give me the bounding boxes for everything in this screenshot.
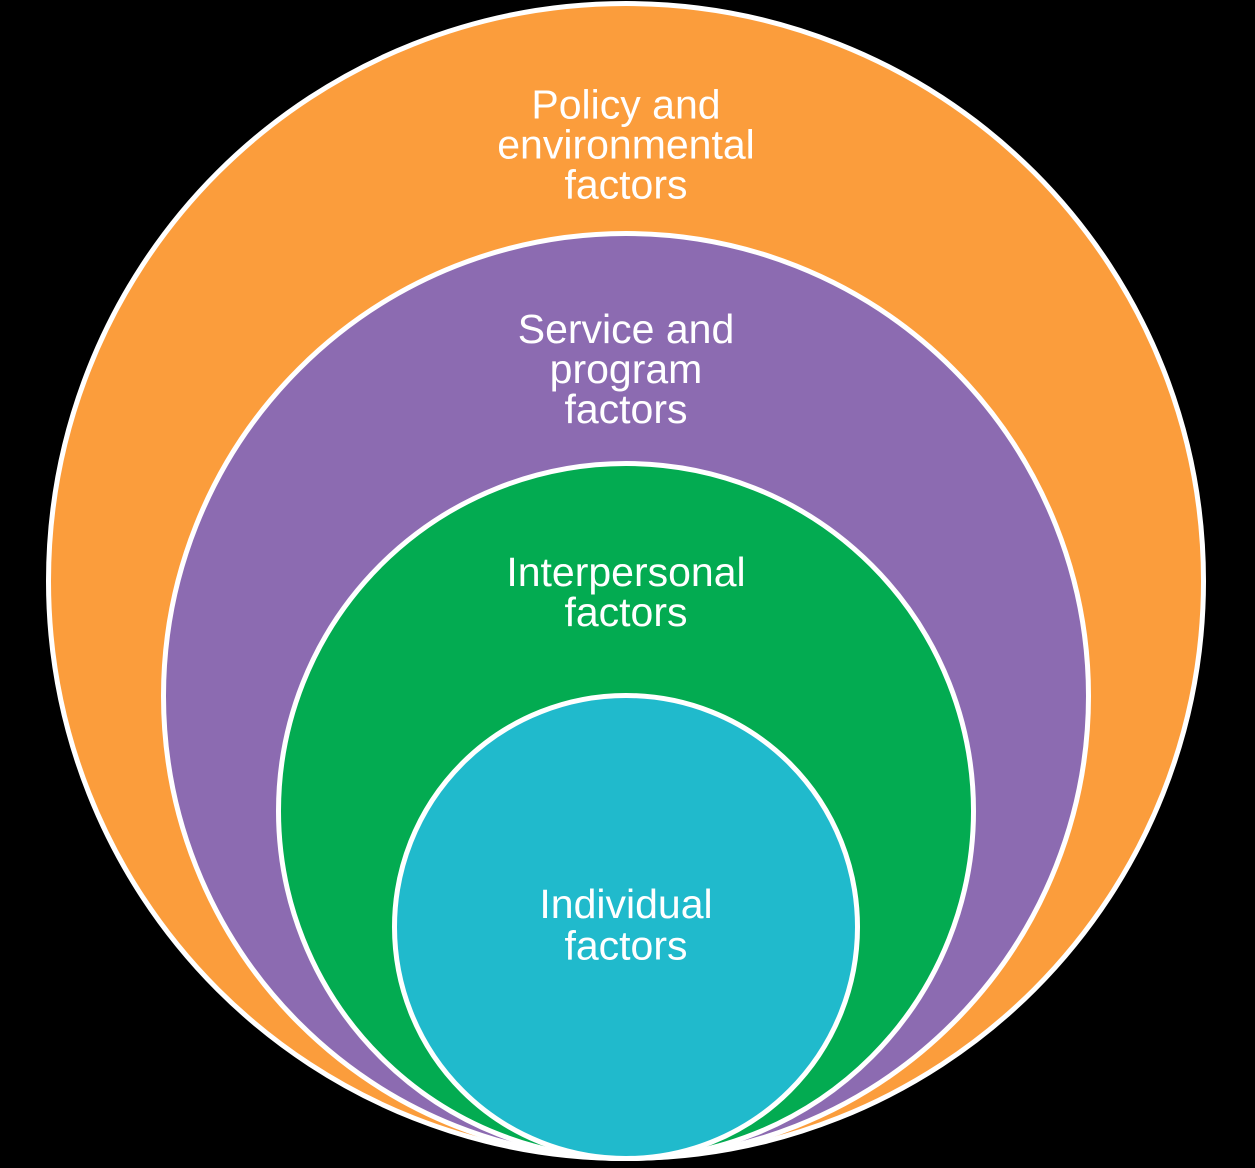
svg-text:Individual: Individual [539,881,712,927]
svg-text:Interpersonal: Interpersonal [506,549,745,595]
svg-text:factors: factors [564,923,687,969]
svg-text:Policy and: Policy and [531,82,720,128]
svg-text:factors: factors [564,386,687,432]
svg-text:factors: factors [564,589,687,635]
svg-text:environmental: environmental [497,122,755,168]
svg-text:Service and: Service and [518,306,735,352]
svg-text:factors: factors [564,162,687,208]
svg-text:program: program [550,346,703,392]
